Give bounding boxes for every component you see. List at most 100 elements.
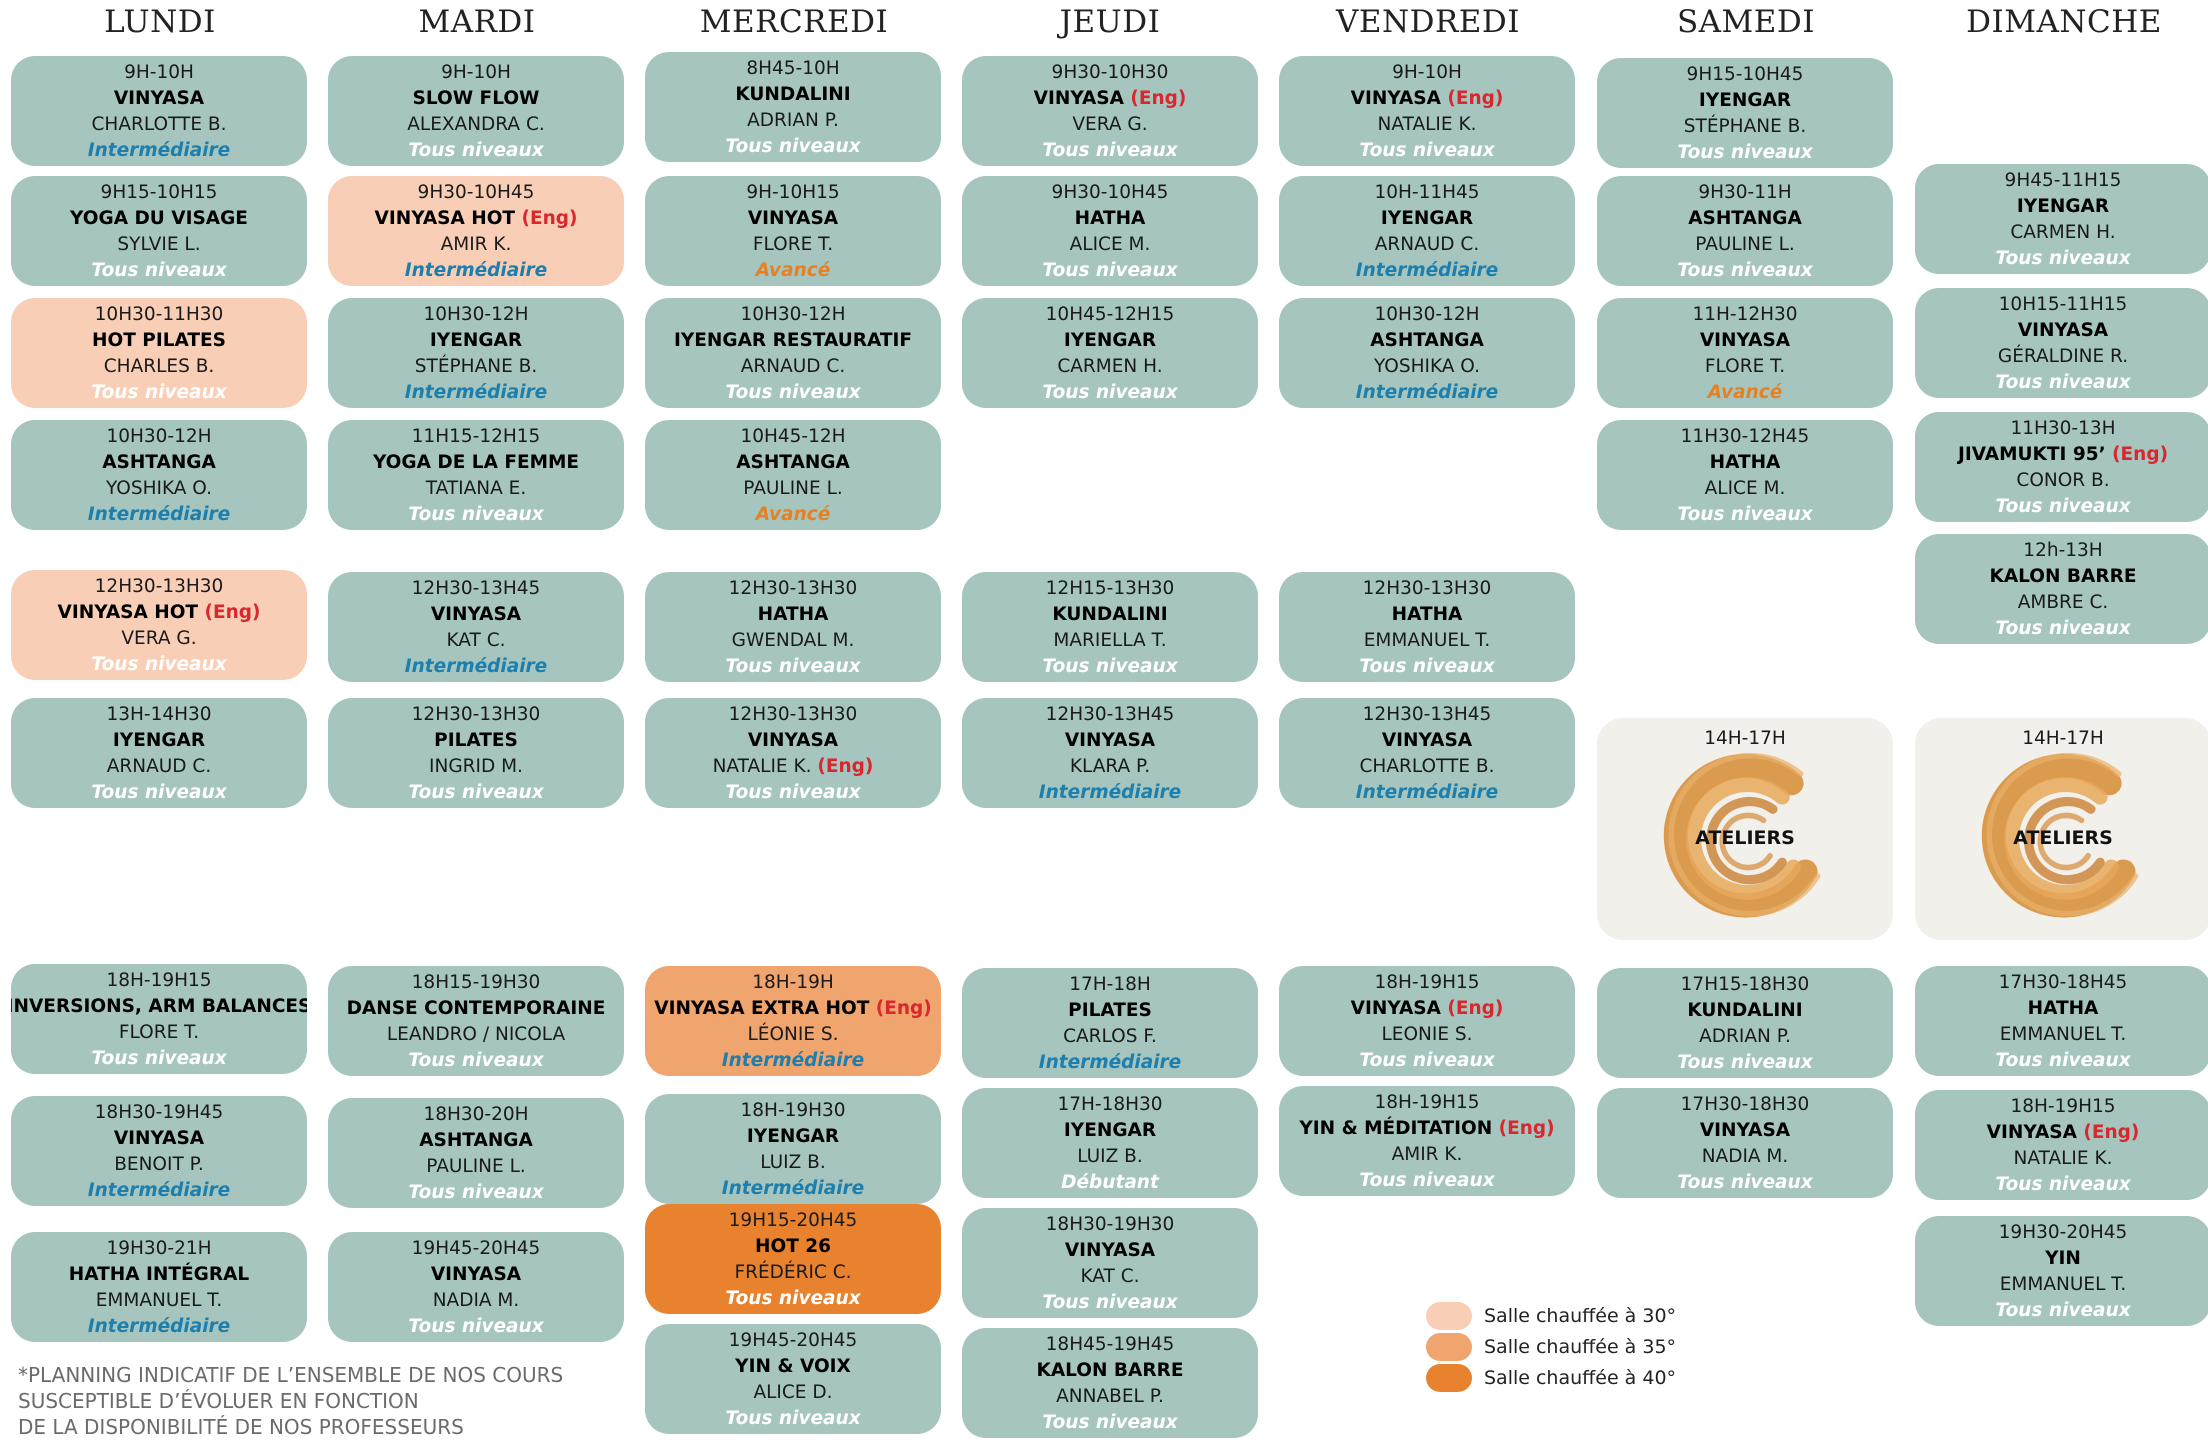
class-level: Intermédiaire [87, 140, 231, 161]
class-name: YIN [2045, 1246, 2081, 1272]
class-level: Débutant [1061, 1172, 1159, 1193]
teacher-name: FLORE T. [1704, 356, 1786, 377]
teacher-name: KAT C. [446, 630, 506, 651]
class-name: KUNDALINI [1052, 602, 1167, 628]
legend-item-30: Salle chauffée à 30° [1426, 1301, 1676, 1331]
atelier-label: ATELIERS [2013, 827, 2113, 849]
class-time: 11H-12H30 [1692, 304, 1798, 325]
class-level: Tous niveaux [1995, 1050, 2131, 1071]
teacher-name: NADIA M. [432, 1290, 520, 1311]
class-teacher: YOSHIKA O. [106, 476, 212, 502]
class-teacher: KLARA P. [1070, 754, 1150, 780]
class-level: Tous niveaux [91, 654, 227, 675]
class-teacher: ARNAUD C. [107, 754, 211, 780]
legend-label-40: Salle chauffée à 40° [1484, 1367, 1677, 1389]
class-time: 12H30-13H45 [411, 578, 541, 599]
teacher-name: STÉPHANE B. [1683, 116, 1807, 137]
class-level: Avancé [1707, 382, 1783, 403]
class-name-text: ASHTANGA [736, 452, 850, 473]
teacher-name: AMBRE C. [2017, 592, 2109, 613]
class-level: Intermédiaire [721, 1178, 865, 1199]
class-name: VINYASA [748, 728, 838, 754]
class-name-text: ASHTANGA [1688, 208, 1802, 229]
class-name-text: ASHTANGA [419, 1130, 533, 1151]
class-level: Tous niveaux [1042, 1292, 1178, 1313]
class-level: Tous niveaux [1995, 496, 2131, 517]
class-name: VINYASA [1700, 1118, 1790, 1144]
planning-footnote: *PLANNING INDICATIF DE L’ENSEMBLE DE NOS… [18, 1362, 638, 1440]
teacher-name: NATALIE K. [712, 756, 812, 777]
class-name: VINYASA [1065, 728, 1155, 754]
class-name: IYENGAR [1064, 328, 1156, 354]
class-name-text: KUNDALINI [735, 84, 851, 105]
footnote-line-2: SUSCEPTIBLE D’ÉVOLUER EN FONCTION [18, 1389, 419, 1413]
class-time: 12H30-13H30 [411, 704, 541, 725]
class-name: VINYASA (Eng) [1034, 86, 1187, 112]
class-name-text: VINYASA [2017, 320, 2109, 341]
teacher-name: VERA G. [121, 628, 197, 649]
class-teacher: BENOIT P. [114, 1152, 204, 1178]
class-name: ASHTANGA [419, 1128, 533, 1154]
class-teacher: PAULINE L. [426, 1154, 526, 1180]
